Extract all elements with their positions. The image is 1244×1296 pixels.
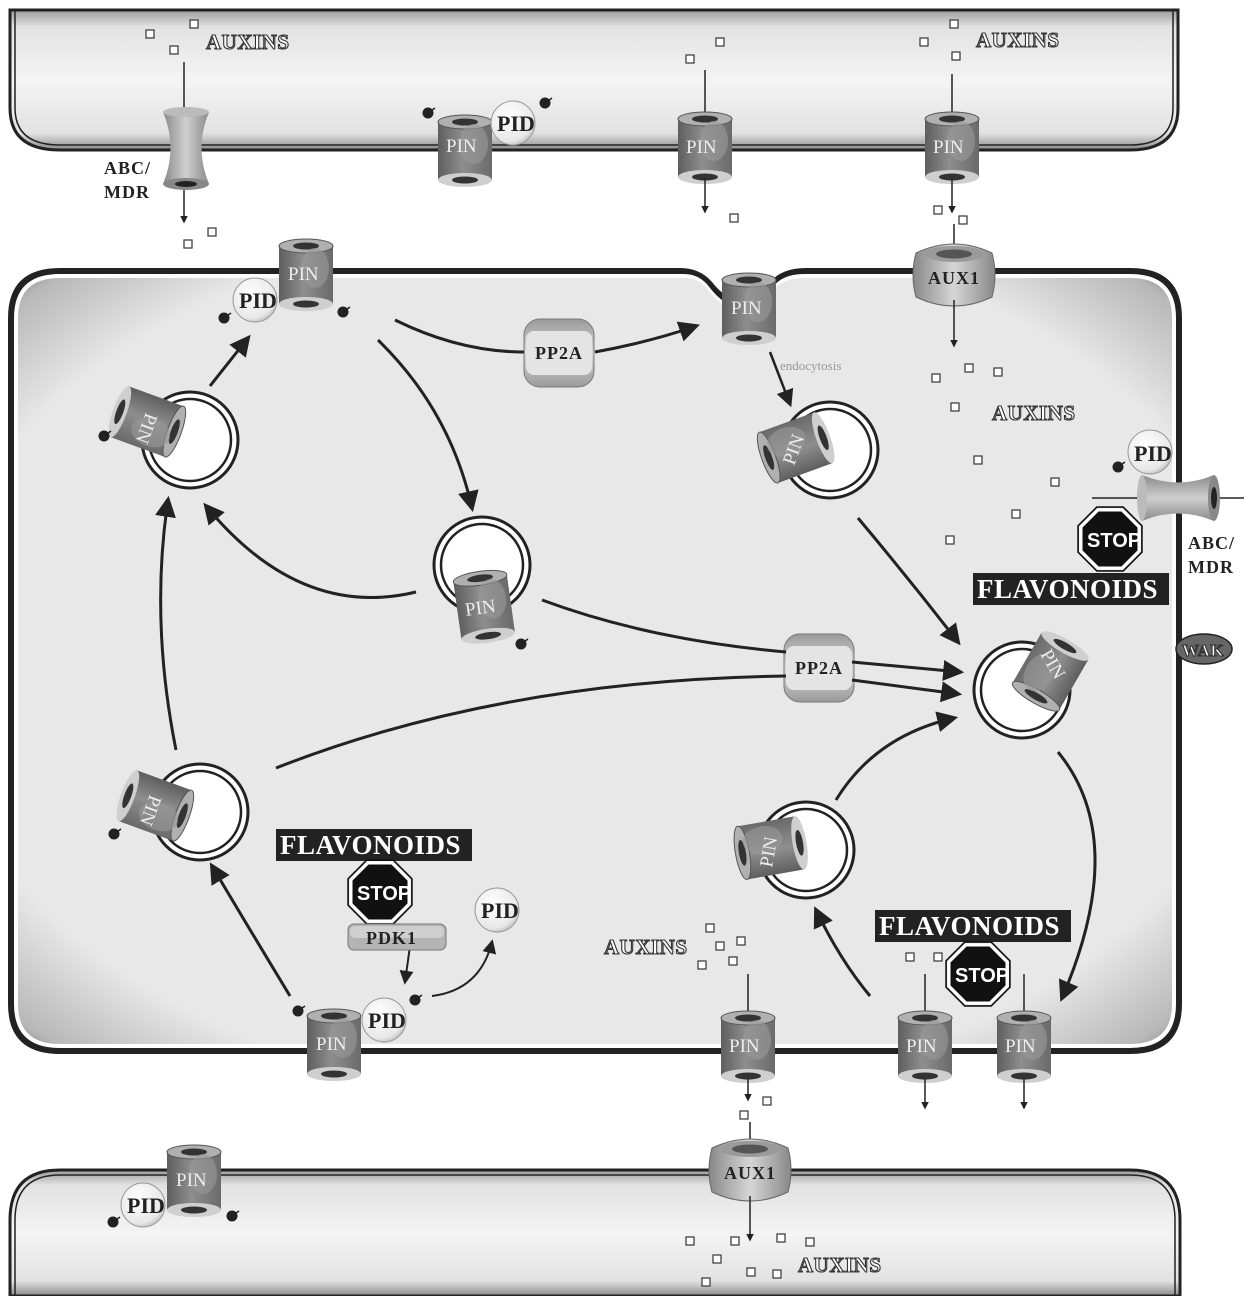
pin-label: PIN <box>446 136 477 157</box>
abc-label-upper-line2: MDR <box>104 182 150 202</box>
pin-label: PIN <box>176 1170 207 1191</box>
auxins-label-lower-cell: AUXINS <box>798 1253 882 1277</box>
pid-label: PID <box>1134 441 1172 466</box>
wak-receptor: WAK <box>1175 633 1233 665</box>
stop-label: STOP <box>357 883 411 905</box>
svg-text:FLAVONOIDS: FLAVONOIDS <box>879 911 1060 941</box>
auxins-label-top-left: AUXINS <box>206 30 290 54</box>
stop-label: STOP <box>955 965 1009 987</box>
pin-label: PIN <box>1005 1036 1036 1057</box>
auxin-molecules <box>145 19 1060 1287</box>
pin-label: PIN <box>933 137 964 158</box>
stop-label: STOP <box>1087 530 1141 552</box>
pin-label: PIN <box>316 1034 347 1055</box>
flavonoids-label-upper-right: FLAVONOIDS <box>973 573 1169 605</box>
auxins-label-top-right: AUXINS <box>976 28 1060 52</box>
pp2a-label: PP2A <box>535 343 583 363</box>
abc-label-right-line1: ABC/ <box>1188 533 1235 553</box>
pid-label: PID <box>497 111 535 136</box>
pdk1-label: PDK1 <box>366 928 417 948</box>
pin-label: PIN <box>464 596 498 621</box>
auxins-label-cell-right: AUXINS <box>992 401 1076 425</box>
svg-text:FLAVONOIDS: FLAVONOIDS <box>977 574 1158 604</box>
pin-label: PIN <box>906 1036 937 1057</box>
pid-label: PID <box>368 1008 406 1033</box>
aux1-label: AUX1 <box>724 1163 776 1183</box>
aux1-label: AUX1 <box>928 268 980 288</box>
pin-label: PIN <box>288 264 319 285</box>
pdk1-arrows <box>399 939 497 997</box>
pp2a-label: PP2A <box>795 658 843 678</box>
pin-label: PIN <box>686 137 717 158</box>
auxins-label-cell-bottom: AUXINS <box>604 935 688 959</box>
endocytosis-label: endocytosis <box>780 358 841 373</box>
flavonoids-label-left: FLAVONOIDS <box>276 829 472 861</box>
pid-label: PID <box>481 898 519 923</box>
pdk1-kinase: PDK1 <box>347 923 447 951</box>
pid-label: PID <box>239 288 277 313</box>
wak-label: WAK <box>1182 641 1224 660</box>
pid-label: PID <box>127 1193 165 1218</box>
flavonoids-label-lower-right: FLAVONOIDS <box>875 910 1071 942</box>
svg-text:FLAVONOIDS: FLAVONOIDS <box>280 830 461 860</box>
lower-cell <box>8 1168 1182 1296</box>
trafficking-arrows <box>155 318 1097 1002</box>
pin-label: PIN <box>729 1036 760 1057</box>
upper-cell <box>8 8 1180 152</box>
pin-label: PIN <box>731 298 762 319</box>
abc-label-right-line2: MDR <box>1188 557 1234 577</box>
abc-label-upper-line1: ABC/ <box>104 158 151 178</box>
